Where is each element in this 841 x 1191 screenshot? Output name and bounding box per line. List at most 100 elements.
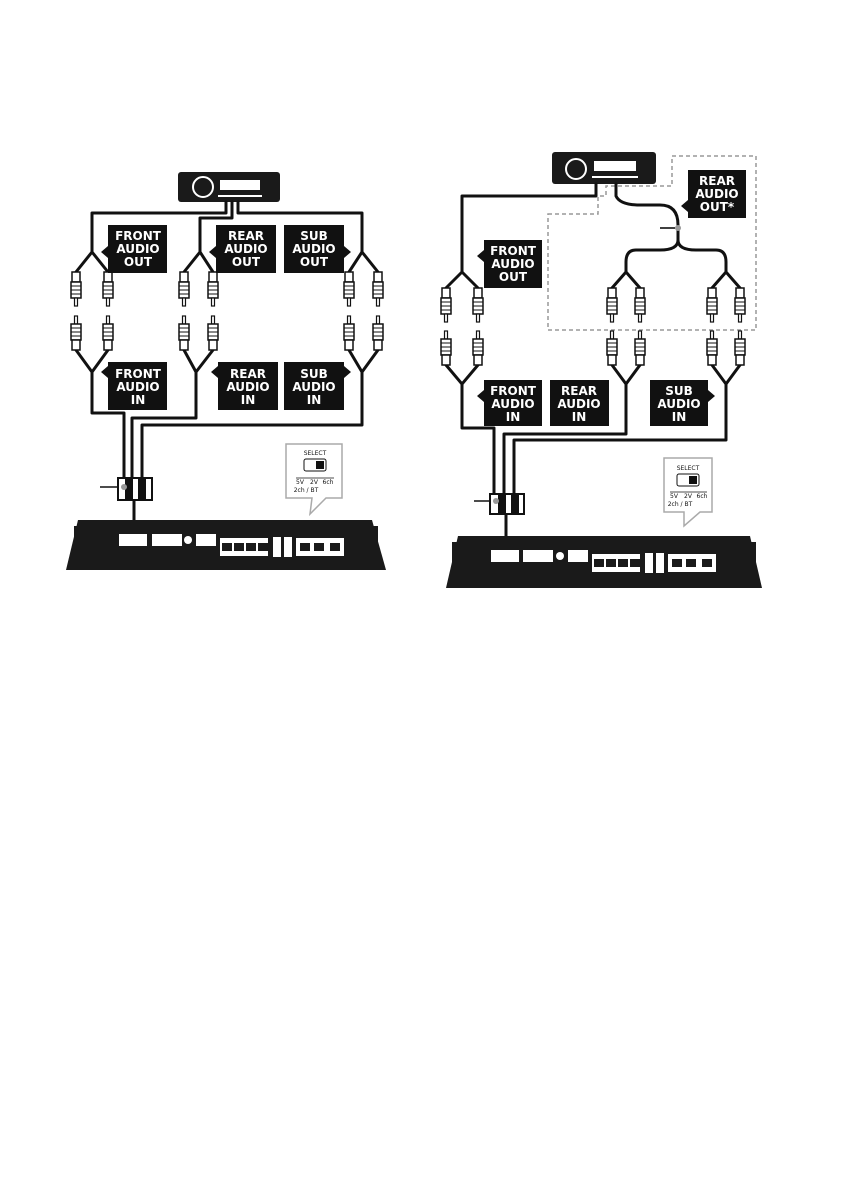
rca-plug <box>735 331 745 365</box>
rca-plug <box>71 272 81 306</box>
label-line: OUT <box>300 255 329 269</box>
label-line: AUDIO <box>292 242 335 256</box>
label-line: IN <box>672 410 687 424</box>
label-line: FRONT <box>490 384 537 398</box>
rca-plug <box>607 331 617 365</box>
label-line: AUDIO <box>292 380 335 394</box>
amplifier <box>66 520 386 570</box>
label-line: OUT* <box>700 200 735 214</box>
rca-plug <box>344 316 354 350</box>
terminal-screw <box>630 559 640 567</box>
rca-plugs-in <box>71 316 383 350</box>
rca-plug <box>473 331 483 365</box>
select-switch-callout: SELECT 5V 2V 6ch 2ch / BT <box>286 444 342 514</box>
label-line: REAR <box>230 367 266 381</box>
label-line: AUDIO <box>657 397 700 411</box>
switch-title: SELECT <box>304 450 327 457</box>
terminal-screw <box>686 559 696 567</box>
switch-opt-6ch: 6ch <box>323 479 334 486</box>
terminal-screw <box>594 559 604 567</box>
label-line: IN <box>131 393 146 407</box>
label-rear-audio-out: REAR AUDIO OUT* <box>681 170 746 218</box>
rca-plug <box>707 331 717 365</box>
rca-plug <box>179 316 189 350</box>
label-line: FRONT <box>115 367 162 381</box>
label-front-audio-in: FRONT AUDIO IN <box>477 380 542 426</box>
rca-plug <box>373 316 383 350</box>
switch-title: SELECT <box>677 465 700 472</box>
amplifier <box>446 536 762 588</box>
label-rear-audio-in: REAR AUDIO IN <box>550 380 609 426</box>
label-front-audio-in: FRONT AUDIO IN <box>101 362 167 410</box>
terminal-screw <box>258 543 268 551</box>
rca-plug <box>441 331 451 365</box>
rca-plugs-bottom <box>441 331 745 365</box>
switch-opt-6ch: 6ch <box>697 493 708 500</box>
rca-plugs-out <box>71 272 383 306</box>
rca-plug <box>635 331 645 365</box>
rca-plug <box>635 288 645 322</box>
label-line: IN <box>307 393 322 407</box>
rca-plug <box>441 288 451 322</box>
left-diagram: SELECT 5V 2V 6ch 2ch / BT FRONT AUDIO OU… <box>66 172 386 570</box>
label-line: OUT <box>124 255 153 269</box>
label-line: AUDIO <box>116 380 159 394</box>
rca-plug <box>179 272 189 306</box>
label-line: SUB <box>300 229 328 243</box>
rca-plug <box>735 288 745 322</box>
rca-plug <box>707 288 717 322</box>
rca-plug <box>607 288 617 322</box>
rca-plug <box>208 316 218 350</box>
label-line: AUDIO <box>116 242 159 256</box>
label-front-audio-out: FRONT AUDIO OUT <box>101 225 167 273</box>
label-line: OUT <box>499 270 528 284</box>
label-rear-audio-in: REAR AUDIO IN <box>211 362 278 410</box>
label-line: REAR <box>699 174 735 188</box>
wiring <box>446 184 740 501</box>
label-line: IN <box>241 393 256 407</box>
label-line: IN <box>572 410 587 424</box>
label-line: AUDIO <box>491 257 534 271</box>
rca-plug <box>103 272 113 306</box>
label-sub-audio-in: SUB AUDIO IN <box>650 380 715 426</box>
label-line: SUB <box>665 384 693 398</box>
label-line: IN <box>506 410 521 424</box>
terminal-screw <box>300 543 310 551</box>
label-line: REAR <box>561 384 597 398</box>
select-switch-callout: SELECT 5V 2V 6ch 2ch / BT <box>664 458 712 526</box>
switch-sub: 2ch / BT <box>294 487 319 494</box>
label-line: AUDIO <box>491 397 534 411</box>
label-rear-audio-out: REAR AUDIO OUT <box>209 225 276 273</box>
rca-plug <box>473 288 483 322</box>
label-line: REAR <box>228 229 264 243</box>
label-line: SUB <box>300 367 328 381</box>
label-line: AUDIO <box>695 187 738 201</box>
terminal-screw <box>672 559 682 567</box>
right-diagram: SELECT 5V 2V 6ch 2ch / BT REAR AUDIO OUT… <box>441 152 762 588</box>
label-sub-audio-in: SUB AUDIO IN <box>284 362 351 410</box>
switch-sub: 2ch / BT <box>668 501 693 508</box>
terminal-screw <box>330 543 340 551</box>
head-unit <box>178 172 280 202</box>
head-unit <box>552 152 656 184</box>
label-line: AUDIO <box>226 380 269 394</box>
rca-plugs-top <box>441 288 745 322</box>
label-line: AUDIO <box>557 397 600 411</box>
rca-plug <box>103 316 113 350</box>
label-line: FRONT <box>490 244 537 258</box>
switch-opt-5v: 5V <box>670 493 679 500</box>
label-sub-audio-out: SUB AUDIO OUT <box>284 225 351 273</box>
terminal-screw <box>246 543 256 551</box>
rca-plug <box>208 272 218 306</box>
label-line: FRONT <box>115 229 162 243</box>
rca-plug <box>373 272 383 306</box>
terminal-screw <box>234 543 244 551</box>
terminal-screw <box>222 543 232 551</box>
junction-dot <box>675 225 681 231</box>
label-front-audio-out: FRONT AUDIO OUT <box>477 240 542 288</box>
terminal-screw <box>606 559 616 567</box>
terminal-screw <box>702 559 712 567</box>
rca-plug <box>344 272 354 306</box>
label-line: OUT <box>232 255 261 269</box>
